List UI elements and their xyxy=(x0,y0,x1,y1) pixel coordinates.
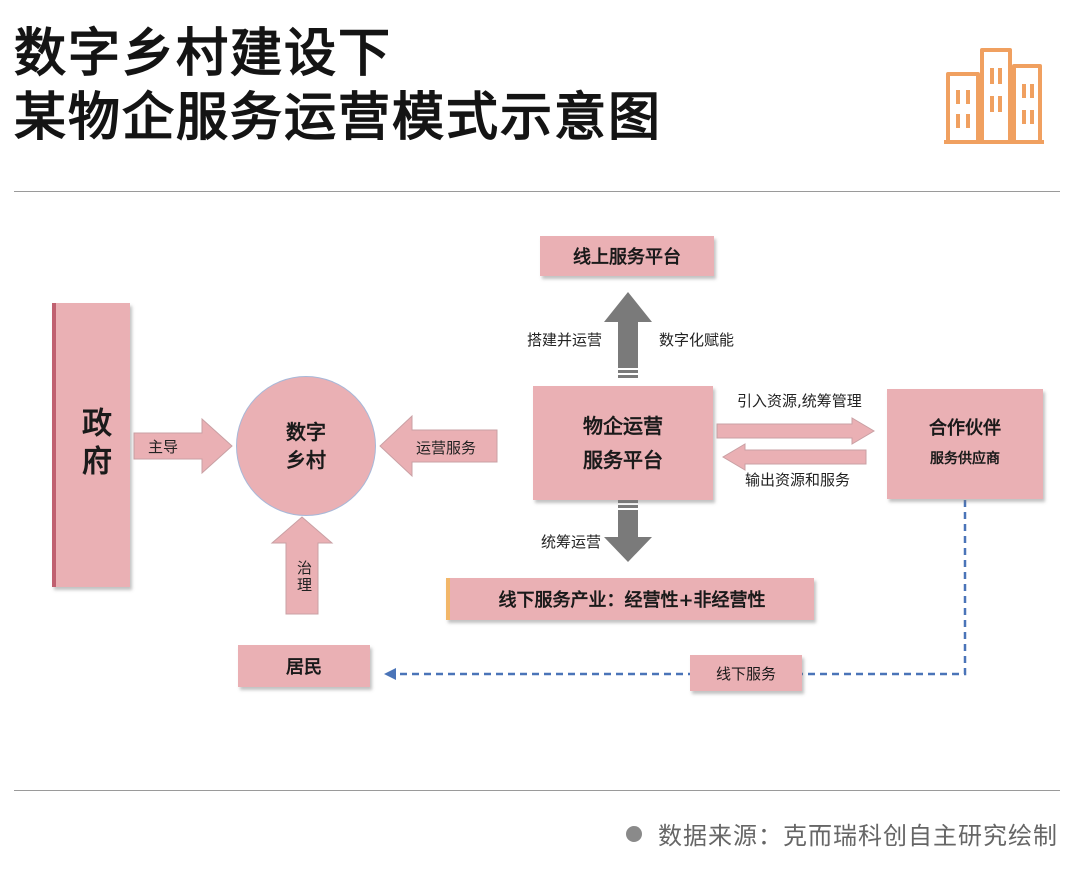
online-platform-box: 线上服务平台 xyxy=(540,236,714,276)
build-operate-label: 搭建并运营 xyxy=(527,331,603,349)
output-resources-label: 输出资源和服务 xyxy=(745,471,851,489)
digital-village-line-1: 数字 xyxy=(286,420,326,444)
government-box: 政府 xyxy=(52,303,130,587)
operation-service-label: 运营服务 xyxy=(416,439,477,457)
coordinate-operation-label: 统筹运营 xyxy=(541,533,602,551)
source-note: 数据来源：克而瑞科创自主研究绘制 xyxy=(626,816,1058,851)
title-line-1: 数字乡村建设下 xyxy=(14,24,393,84)
residents-box: 居民 xyxy=(238,645,370,687)
operation-service-arrow xyxy=(379,414,498,478)
partner-line-1: 合作伙伴 xyxy=(929,418,1001,439)
introduce-resources-arrow xyxy=(716,417,875,445)
governance-label: 治理 xyxy=(295,560,313,594)
bullet-dot-icon xyxy=(626,825,642,842)
digital-empower-label: 数字化赋能 xyxy=(659,331,735,349)
offline-service-label: 线下服务 xyxy=(715,664,776,683)
platform-line-1: 物企运营 xyxy=(583,414,663,438)
online-platform-label: 线上服务平台 xyxy=(573,247,681,268)
bottom-divider xyxy=(14,790,1060,791)
offline-service-dashed-line xyxy=(392,500,967,676)
introduce-resources-label: 引入资源,统筹管理 xyxy=(737,392,862,410)
lead-arrow xyxy=(133,417,233,475)
partner-line-2: 服务供应商 xyxy=(930,451,1000,467)
digital-village-node: 数字 乡村 xyxy=(236,376,376,516)
page-title: 数字乡村建设下 某物企服务运营模式示意图 xyxy=(14,22,662,150)
offline-industry-label: 线下服务产业：经营性+非经营性 xyxy=(498,590,766,611)
residents-label: 居民 xyxy=(286,657,322,678)
lead-label: 主导 xyxy=(148,438,179,456)
offline-service-box: 线下服务 xyxy=(690,655,802,691)
governance-arrow xyxy=(270,516,334,615)
partner-box: 合作伙伴 服务供应商 xyxy=(887,389,1043,499)
up-gray-arrow xyxy=(604,292,652,378)
buildings-icon xyxy=(944,48,1044,144)
source-text: 数据来源：克而瑞科创自主研究绘制 xyxy=(658,822,1058,850)
output-resources-arrow xyxy=(722,443,867,471)
down-gray-arrow xyxy=(604,500,652,562)
government-label: 政府 xyxy=(76,407,111,483)
offline-service-arrowhead xyxy=(384,668,396,680)
digital-village-line-2: 乡村 xyxy=(286,448,326,472)
title-line-2: 某物企服务运营模式示意图 xyxy=(14,88,663,148)
offline-industry-box: 线下服务产业：经营性+非经营性 xyxy=(446,578,814,620)
top-divider xyxy=(14,191,1060,192)
platform-box: 物企运营 服务平台 xyxy=(533,386,713,500)
platform-line-2: 服务平台 xyxy=(583,448,663,472)
